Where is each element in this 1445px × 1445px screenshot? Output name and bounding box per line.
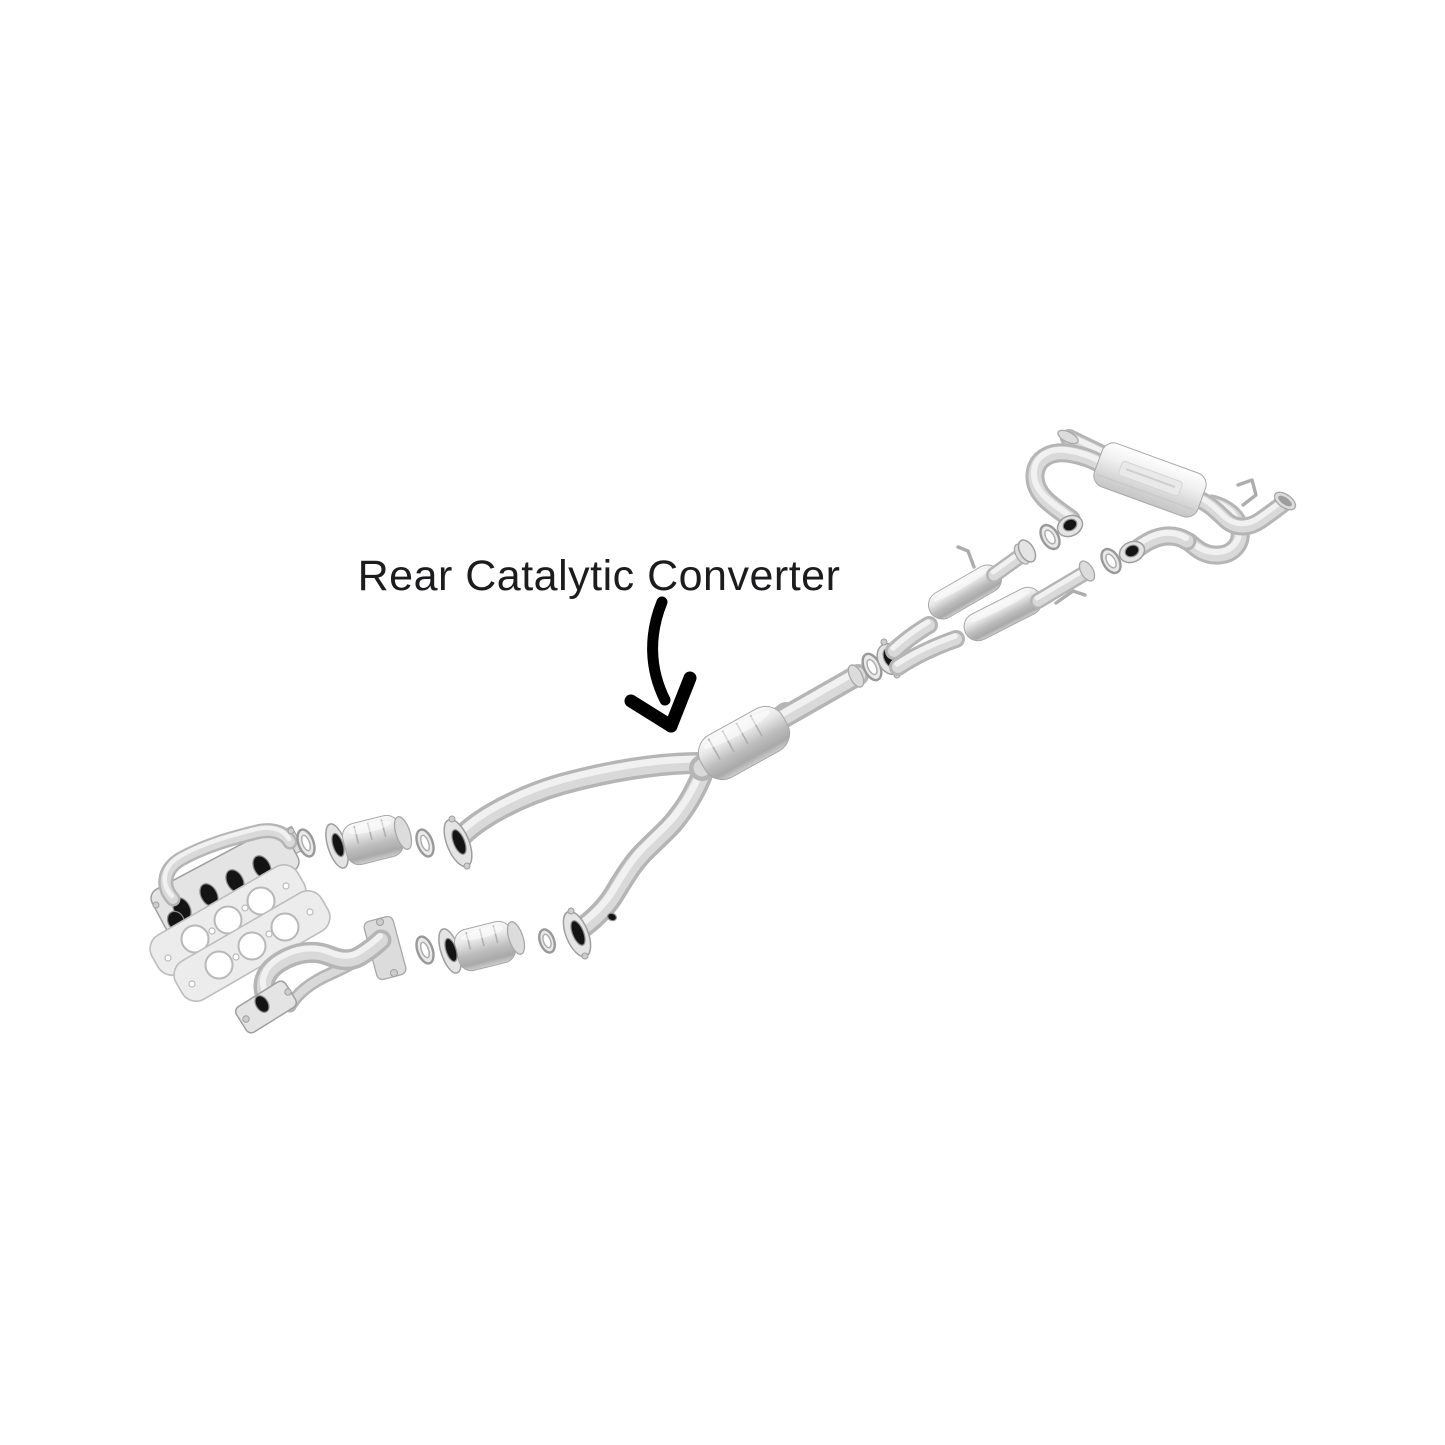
hanger-rod	[1236, 478, 1258, 507]
donut-gasket	[415, 935, 435, 965]
donut-gasket	[538, 928, 556, 954]
donut-gasket	[415, 828, 435, 858]
annotation-arrow-head	[624, 694, 678, 733]
annotation-label: Rear Catalytic Converter	[358, 552, 841, 600]
exhaust-manifold-lower	[234, 915, 407, 1034]
front-catalytic-converter-lower	[438, 920, 526, 974]
manifold-gasket-lower	[173, 890, 331, 1002]
annotation-arrow-stem	[647, 596, 671, 706]
rear-cat-body	[697, 705, 791, 781]
collector-outlet	[254, 995, 270, 1013]
manifold-gasket-upper	[149, 864, 307, 976]
resonator-pipe-lower	[897, 560, 1096, 667]
front-catalytic-converter-upper	[325, 814, 413, 869]
front-pipe-flange-lower	[562, 907, 592, 960]
rear-catalytic-converter	[697, 664, 865, 781]
cat-inlet-opening	[331, 832, 345, 858]
oxygen-sensor-bung	[607, 912, 617, 922]
hanger-rod	[956, 545, 976, 569]
annotation-group: Rear Catalytic Converter	[358, 552, 841, 733]
hanger-rod	[1054, 589, 1087, 605]
donut-gasket	[296, 828, 316, 858]
cat-inlet-opening	[444, 937, 458, 963]
tailpipe-tip	[1057, 429, 1079, 445]
donut-gasket	[1039, 523, 1061, 551]
rear-muffler-assembly	[1034, 428, 1297, 567]
donut-gasket	[1100, 547, 1122, 575]
annotation-arrow-head	[664, 671, 697, 733]
front-pipe-flange-upper	[443, 815, 473, 870]
resonator-pipe-upper	[893, 539, 1037, 651]
